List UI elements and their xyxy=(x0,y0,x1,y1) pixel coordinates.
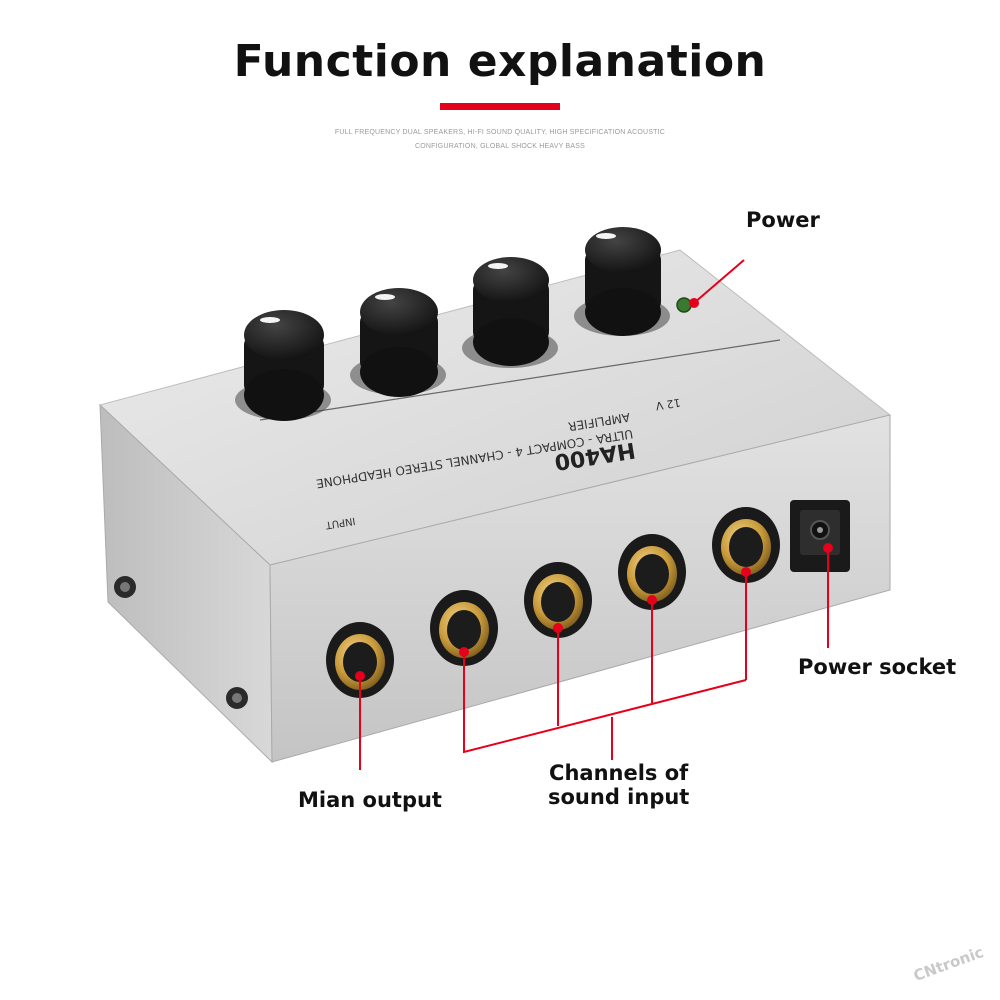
voltage-label: 12 V xyxy=(654,396,681,413)
title-underline xyxy=(440,103,560,110)
screw-icon xyxy=(114,576,136,598)
callout-main-output: Mian output xyxy=(298,788,442,812)
main-output-jack[interactable] xyxy=(326,622,394,698)
screw-icon xyxy=(226,687,248,709)
svg-text:INPUT: INPUT xyxy=(324,515,356,531)
callout-power-socket: Power socket xyxy=(798,655,957,679)
input-jack-4[interactable] xyxy=(430,590,498,666)
page-title: Function explanation xyxy=(233,36,767,87)
power-led-icon xyxy=(676,297,692,313)
panel-line xyxy=(259,339,781,421)
level-knob-2[interactable] xyxy=(462,257,558,368)
level-knob-1[interactable] xyxy=(574,227,670,336)
input-label: INPUT xyxy=(324,515,356,531)
callout-power: Power xyxy=(746,208,820,232)
power-socket[interactable] xyxy=(790,500,850,572)
svg-text:12 V: 12 V xyxy=(654,396,681,413)
callout-channels-line-1: Channels of xyxy=(549,761,689,785)
level-knob-4[interactable] xyxy=(235,310,331,421)
level-knob-3[interactable] xyxy=(350,288,446,397)
input-jack-3[interactable] xyxy=(524,562,592,638)
input-jack-2[interactable] xyxy=(618,534,686,610)
page-subtitle: FULL FREQUENCY DUAL SPEAKERS, HI-FI SOUN… xyxy=(300,126,700,154)
callout-channels: Channels of sound input xyxy=(548,761,689,809)
subtitle-line-2: CONFIGURATION, GLOBAL SHOCK HEAVY BASS xyxy=(415,143,585,150)
callout-lines xyxy=(359,259,829,770)
callout-channels-line-2: sound input xyxy=(548,785,690,809)
callout-dots xyxy=(355,298,833,681)
subtitle-line-1: FULL FREQUENCY DUAL SPEAKERS, HI-FI SOUN… xyxy=(334,129,666,136)
input-jack-1[interactable] xyxy=(712,507,780,583)
